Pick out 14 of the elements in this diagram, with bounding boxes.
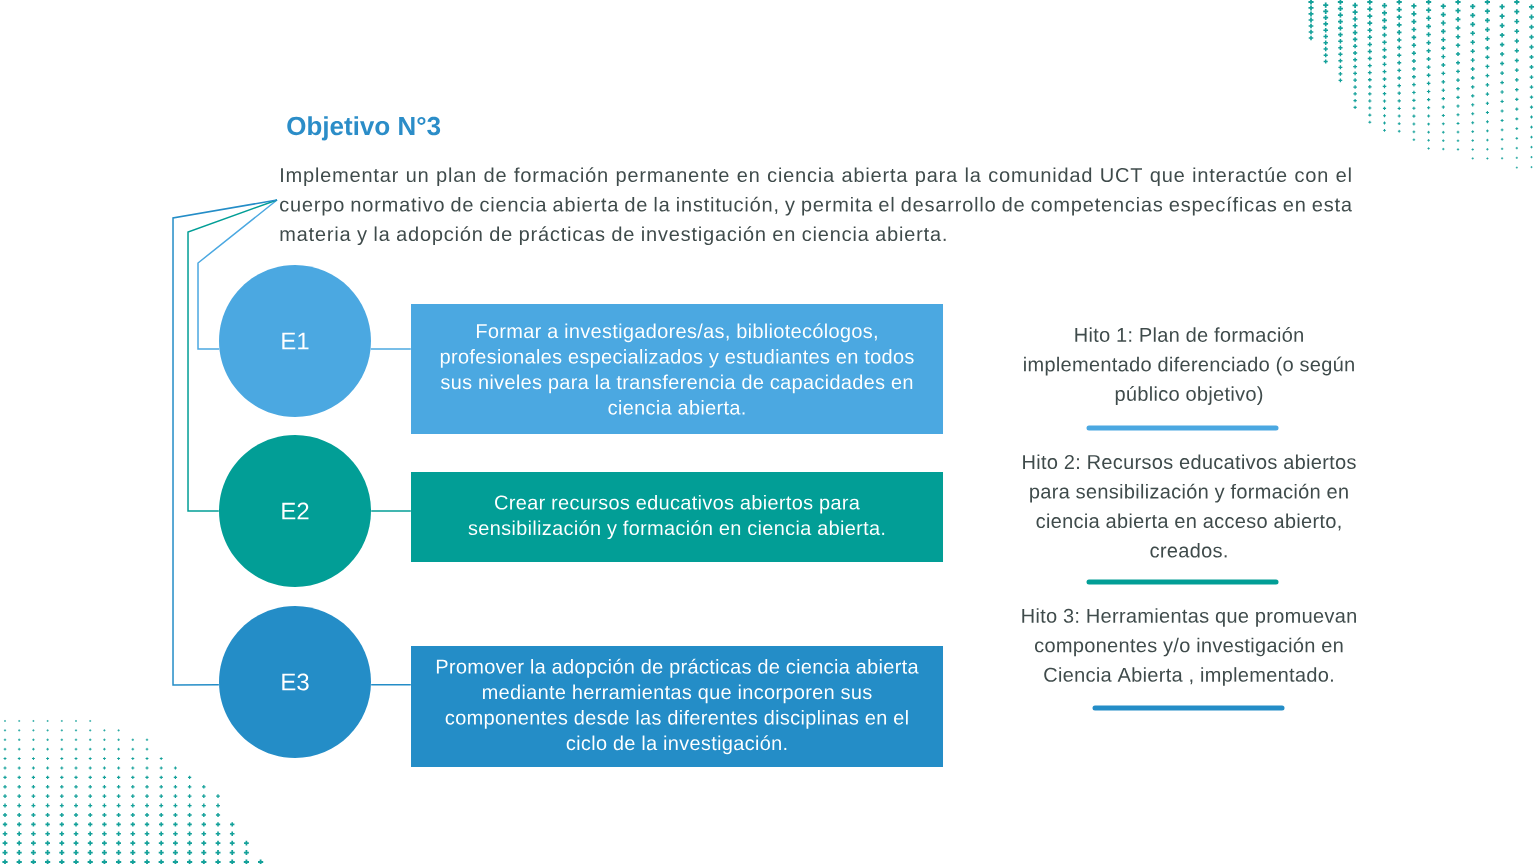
- connector-line: [370, 683, 412, 686]
- milestone-text: Hito 1: Plan de formación implementado diferenciado (o según público objetivo): [1024, 327, 1354, 405]
- connector-line: [197, 199, 278, 350]
- text-box: Promover la adopción de prácticas de ciencia abierta mediante herramientas que incorporen sus componentes desde las diferentes disciplinas en el ciclo de la investigación.: [411, 646, 943, 767]
- text-box: Crear recursos educativos abiertos para sensibilización y formación en ciencia abierta.: [411, 472, 943, 562]
- connector-line: [370, 510, 412, 512]
- text-box: Formar a investigadores/as, bibliotecólogos, profesionales especializados y estudiantes en todos sus niveles para la transferencia de capacidades en ciencia abierta.: [411, 304, 943, 434]
- connector-line: [187, 199, 278, 512]
- paragraph: Implementar un plan de formación permanente en ciencia abierta para la comunidad UCT que interactúe con el cuerpo normativo de ciencia abierta de la institución, y permita el desarrollo de competencias específicas en esta materia y la adopción de prácticas de investigación en ciencia abierta.: [280, 167, 1352, 246]
- milestone-text: Hito 3: Herramientas que promuevan componentes y/o investigación en Ciencia Abierta , implementado.: [1022, 608, 1356, 686]
- title: Objetivo N°3: [287, 116, 441, 141]
- connector-line: [370, 348, 412, 350]
- connector-line: [172, 199, 278, 686]
- milestone-text: Hito 2: Recursos educativos abiertos para sensibilización y formación en ciencia abierta en acceso abierto, creados.: [1023, 454, 1356, 558]
